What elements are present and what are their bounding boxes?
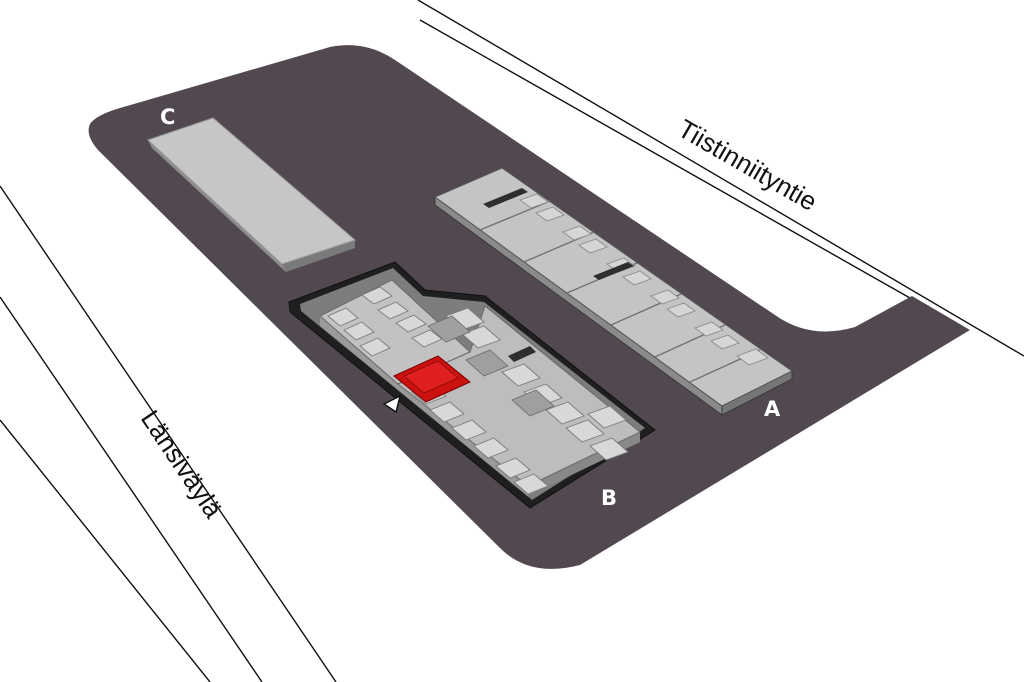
- building-b-units: [327, 286, 629, 495]
- entrance-triangle-icon[interactable]: [382, 394, 402, 414]
- building-c-label: C: [160, 105, 175, 129]
- building-b-corridor: [427, 315, 555, 417]
- building-c[interactable]: [147, 117, 356, 272]
- building-a[interactable]: [433, 167, 793, 416]
- parking-lot: [88, 45, 971, 569]
- tiistinniityntie-edge-lower: [419, 19, 911, 299]
- building-a-vent-1: [483, 188, 528, 208]
- lansivayla-edge-1: [0, 185, 337, 682]
- building-a-label: A: [764, 397, 781, 421]
- building-c-wall: [148, 140, 286, 272]
- building-b-label: B: [601, 486, 617, 510]
- building-a-roof-units: [519, 193, 769, 366]
- building-b[interactable]: [288, 261, 656, 509]
- building-b-vent: [508, 346, 536, 362]
- lansivayla-edge-2: [0, 296, 263, 682]
- building-c-roof: [147, 117, 356, 265]
- building-a-roof: [433, 167, 793, 407]
- tiistinniityntie-edge-upper: [417, 0, 1024, 357]
- building-a-vent-2: [593, 262, 634, 280]
- highlighted-unit-roof: [403, 360, 459, 394]
- lansivayla-edge-3: [0, 419, 211, 682]
- building-c-wall-side: [282, 240, 355, 272]
